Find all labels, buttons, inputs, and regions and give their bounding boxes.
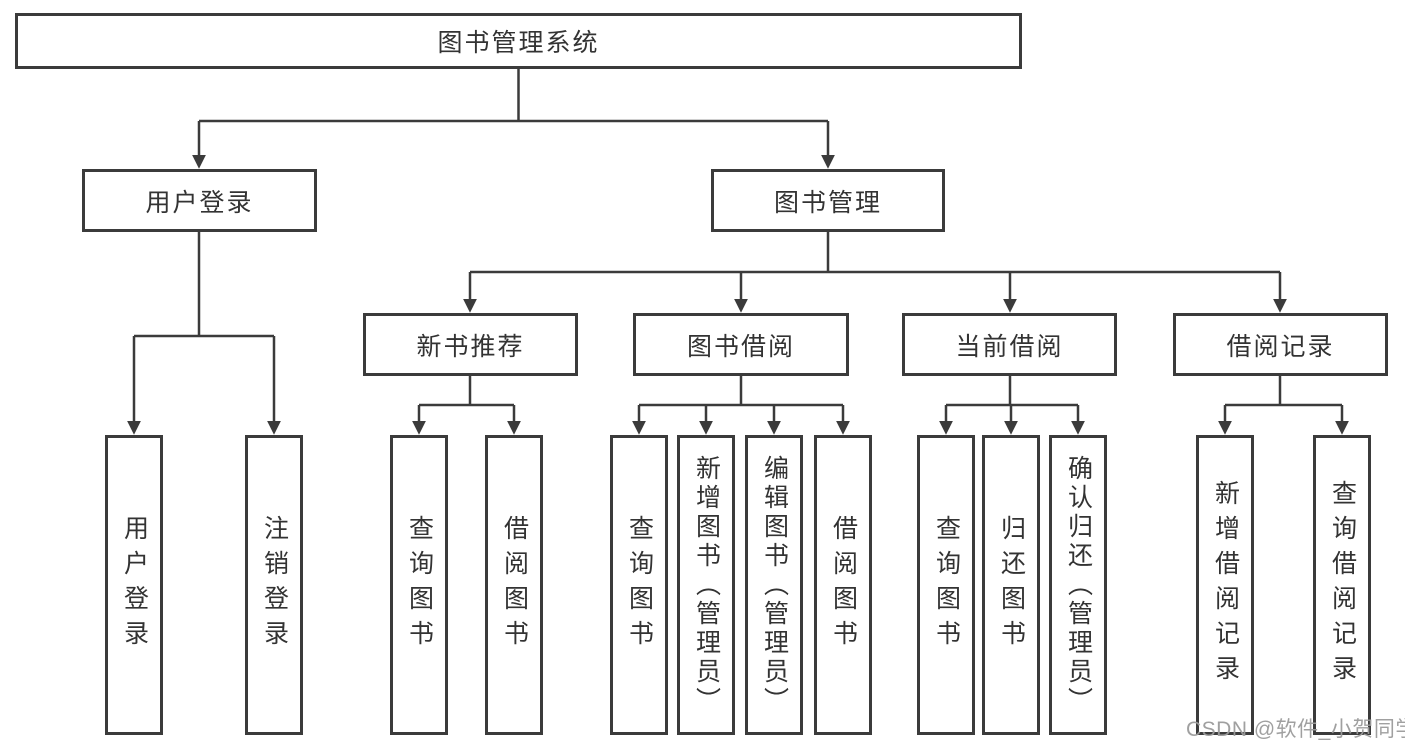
node-borrow-records: 借阅记录 [1173, 313, 1388, 376]
leaf-borrow-query-books: 查询图书 [610, 435, 668, 735]
connector-current-borrow-children [939, 376, 1085, 435]
leaf-user-login: 用户登录 [105, 435, 163, 735]
connector-book-management-children [463, 232, 1287, 313]
leaf-return-books-label: 归还图书 [997, 515, 1026, 655]
node-user-login-label: 用户登录 [145, 188, 254, 217]
node-book-borrow: 图书借阅 [633, 313, 849, 376]
connector-book-borrow-children [632, 376, 850, 435]
leaf-user-login-label: 用户登录 [120, 515, 149, 655]
leaf-add-book-admin-label: 新增图书（管理员） [692, 454, 721, 716]
leaf-add-borrow-record-label: 新增借阅记录 [1211, 480, 1240, 690]
leaf-confirm-return-admin: 确认归还（管理员） [1049, 435, 1107, 735]
node-book-management: 图书管理 [711, 169, 945, 232]
leaf-newbook-borrow-books-label: 借阅图书 [500, 515, 529, 655]
leaf-add-book-admin: 新增图书（管理员） [677, 435, 735, 735]
node-book-borrow-label: 图书借阅 [686, 332, 795, 361]
leaf-query-borrow-record-label: 查询借阅记录 [1328, 480, 1357, 690]
leaf-edit-book-admin: 编辑图书（管理员） [745, 435, 803, 735]
leaf-borrow-books: 借阅图书 [814, 435, 872, 735]
connector-user-login-children [127, 232, 281, 435]
node-current-borrow-label: 当前借阅 [955, 332, 1064, 361]
node-borrow-records-label: 借阅记录 [1226, 332, 1335, 361]
leaf-current-query-books: 查询图书 [917, 435, 975, 735]
node-library-system: 图书管理系统 [15, 13, 1022, 69]
leaf-borrow-books-label: 借阅图书 [829, 515, 858, 655]
connector-root-to-level2 [192, 69, 835, 169]
node-library-system-label: 图书管理系统 [437, 29, 600, 57]
leaf-query-borrow-record: 查询借阅记录 [1313, 435, 1371, 735]
leaf-add-borrow-record: 新增借阅记录 [1196, 435, 1254, 735]
node-user-login: 用户登录 [82, 169, 317, 232]
node-new-book-recommend-label: 新书推荐 [416, 332, 525, 361]
leaf-current-query-books-label: 查询图书 [932, 515, 961, 655]
leaf-newbook-query-books-label: 查询图书 [405, 515, 434, 655]
leaf-confirm-return-admin-label: 确认归还（管理员） [1064, 454, 1093, 716]
leaf-return-books: 归还图书 [982, 435, 1040, 735]
connector-new-book-children [412, 376, 521, 435]
leaf-borrow-query-books-label: 查询图书 [625, 515, 654, 655]
leaf-newbook-query-books: 查询图书 [390, 435, 448, 735]
connector-borrow-records-children [1218, 376, 1349, 435]
node-book-management-label: 图书管理 [773, 188, 882, 217]
leaf-newbook-borrow-books: 借阅图书 [485, 435, 543, 735]
node-new-book-recommend: 新书推荐 [363, 313, 578, 376]
leaf-logout: 注销登录 [245, 435, 303, 735]
csdn-watermark: CSDN @软件_小贺同学 [1186, 718, 1405, 741]
leaf-logout-label: 注销登录 [260, 515, 289, 655]
leaf-edit-book-admin-label: 编辑图书（管理员） [760, 454, 789, 716]
node-current-borrow: 当前借阅 [902, 313, 1117, 376]
